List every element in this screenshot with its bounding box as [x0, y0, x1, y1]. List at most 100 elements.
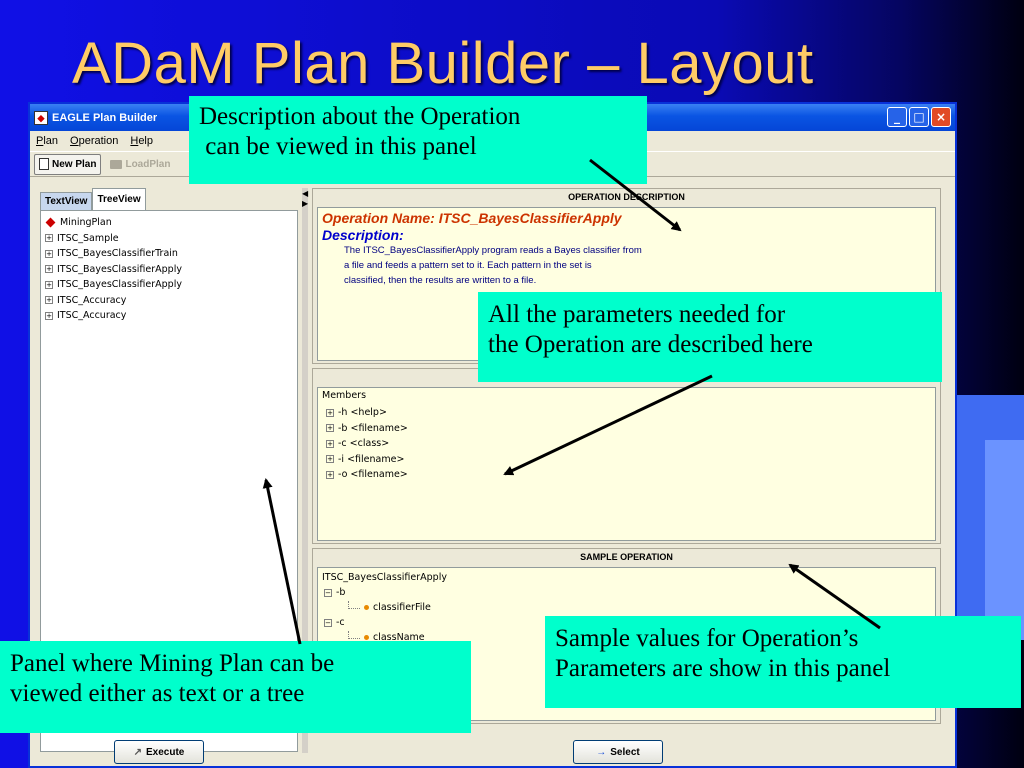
close-button[interactable]: ×: [931, 107, 951, 127]
member-label: -b <filename>: [338, 422, 408, 434]
member-item[interactable]: + -i <filename>: [322, 452, 931, 468]
member-label: -i <filename>: [338, 453, 405, 465]
expand-icon[interactable]: +: [326, 455, 334, 464]
expand-icon[interactable]: +: [45, 296, 53, 305]
tree-item-label: ITSC_Accuracy: [57, 310, 127, 322]
expand-icon[interactable]: +: [45, 249, 53, 258]
tree-item-label: ITSC_Accuracy: [57, 294, 127, 306]
member-label: -c <class>: [338, 438, 390, 450]
expand-icon[interactable]: +: [326, 408, 334, 417]
operation-attributes-panel: Members + -h <help> + -b <filename> + -c <c…: [312, 368, 941, 544]
tree-item[interactable]: + ITSC_BayesClassifierApply: [45, 262, 293, 278]
menu-help[interactable]: Help: [130, 135, 153, 147]
menu-bar: Plan Operation Help: [30, 131, 955, 151]
new-plan-button[interactable]: New Plan: [34, 153, 102, 175]
collapse-icon[interactable]: −: [324, 618, 332, 627]
callout-plan: Panel where Mining Plan can be viewed ei…: [0, 641, 471, 733]
callout-line: Parameters are show in this panel: [555, 655, 891, 682]
tree-root[interactable]: MiningPlan: [45, 215, 293, 231]
sample-operation-header: SAMPLE OPERATION: [580, 552, 673, 562]
callout-line: Description about the Operation: [199, 103, 521, 130]
tree-root-label: MiningPlan: [60, 217, 112, 229]
member-label: -h <help>: [338, 407, 387, 419]
callout-line: Sample values for Operation’s: [555, 625, 859, 652]
member-label: -o <filename>: [338, 469, 408, 481]
expand-icon[interactable]: +: [45, 280, 53, 289]
expand-icon[interactable]: +: [326, 439, 334, 448]
collapse-right-icon[interactable]: ▶: [302, 199, 309, 208]
tab-text-view[interactable]: TextView: [40, 192, 93, 210]
callout-line: Panel where Mining Plan can be: [10, 650, 335, 677]
tree-item-label: ITSC_BayesClassifierApply: [57, 279, 182, 291]
sample-root[interactable]: ITSC_BayesClassifierApply: [322, 572, 447, 583]
member-item[interactable]: + -b <filename>: [322, 421, 931, 437]
tree-item-label: ITSC_Sample: [57, 232, 119, 244]
sample-value-label: className: [373, 632, 425, 643]
tab-tree-view[interactable]: TreeView: [92, 188, 146, 210]
arrow-plan: [262, 478, 302, 645]
tree-item[interactable]: + ITSC_Accuracy: [45, 308, 293, 324]
execute-icon: ↗: [133, 746, 143, 758]
load-plan-button[interactable]: LoadPlan: [105, 154, 175, 175]
member-item[interactable]: + -c <class>: [322, 436, 931, 452]
tree-item[interactable]: + ITSC_Sample: [45, 231, 293, 247]
operation-description-header: OPERATION DESCRIPTION: [568, 192, 685, 202]
tree-item[interactable]: + ITSC_BayesClassifierApply: [45, 277, 293, 293]
callout-line: the Operation are described here: [488, 331, 813, 358]
callout-line: viewed either as text or a tree: [10, 680, 305, 707]
folder-open-icon: [110, 159, 123, 169]
decor-block-light: [985, 440, 1024, 640]
description-label: Description:: [322, 227, 404, 243]
tree-item[interactable]: + ITSC_Accuracy: [45, 293, 293, 309]
callout-description: Description about the Operation can be v…: [189, 96, 647, 184]
callout-line: can be viewed in this panel: [199, 133, 477, 160]
sample-param-label: -c: [336, 617, 345, 628]
window-title: EAGLE Plan Builder: [52, 111, 158, 124]
description-line: a file and feeds a pattern set to it. Ea…: [344, 260, 592, 271]
tree-item-label: ITSC_BayesClassifierTrain: [57, 248, 178, 260]
panel-splitter[interactable]: ◀ ▶: [302, 188, 308, 753]
sample-param[interactable]: −-c: [322, 615, 931, 630]
sample-value[interactable]: classifierFile: [322, 600, 931, 615]
sample-value-label: classifierFile: [373, 602, 431, 613]
operation-attributes-body: Members + -h <help> + -b <filename> + -c <c…: [317, 387, 936, 541]
menu-plan[interactable]: Plan: [36, 135, 59, 147]
operation-name: Operation Name: ITSC_BayesClassifierAppl…: [322, 210, 622, 226]
app-icon: ◆: [34, 110, 48, 125]
maximize-button[interactable]: □: [909, 107, 929, 127]
sample-value[interactable]: className: [322, 630, 931, 645]
expand-icon[interactable]: +: [45, 311, 53, 320]
arrow-sample: [788, 563, 881, 630]
members-label: Members: [322, 390, 367, 401]
select-button[interactable]: → Select: [573, 740, 663, 764]
select-label: Select: [610, 746, 640, 758]
description-line: The ITSC_BayesClassifierApply program re…: [344, 245, 642, 256]
menu-operation[interactable]: Operation: [70, 135, 119, 147]
expand-icon[interactable]: +: [326, 424, 334, 433]
slide-title: ADaM Plan Builder – Layout: [72, 31, 814, 96]
member-item[interactable]: + -h <help>: [322, 405, 931, 421]
execute-button[interactable]: ↗ Execute: [114, 740, 204, 764]
expand-icon[interactable]: +: [45, 265, 53, 274]
collapse-left-icon[interactable]: ◀: [302, 189, 309, 198]
expand-icon[interactable]: +: [45, 234, 53, 243]
tree-connector: [348, 630, 360, 639]
member-item[interactable]: + -o <filename>: [322, 467, 931, 483]
expand-icon[interactable]: +: [326, 470, 334, 479]
sample-param[interactable]: −-b: [322, 585, 931, 600]
sample-param-label: -b: [336, 587, 346, 598]
tree-item-label: ITSC_BayesClassifierApply: [57, 263, 182, 275]
arrow-parameters: [503, 374, 713, 476]
tree-item[interactable]: + ITSC_BayesClassifierTrain: [45, 246, 293, 262]
callout-sample: Sample values for Operation’s Parameters…: [545, 616, 1021, 708]
leaf-icon: [364, 605, 369, 610]
minimize-button[interactable]: _: [887, 107, 907, 127]
arrow-description: [589, 158, 682, 232]
tree-connector: [348, 600, 360, 609]
bottom-bar: ↗ Execute → Select: [30, 734, 955, 766]
execute-label: Execute: [146, 746, 185, 758]
callout-line: All the parameters needed for: [488, 301, 786, 328]
new-document-icon: [39, 158, 49, 170]
arrow-right-icon: →: [596, 746, 607, 758]
collapse-icon[interactable]: −: [324, 588, 332, 597]
